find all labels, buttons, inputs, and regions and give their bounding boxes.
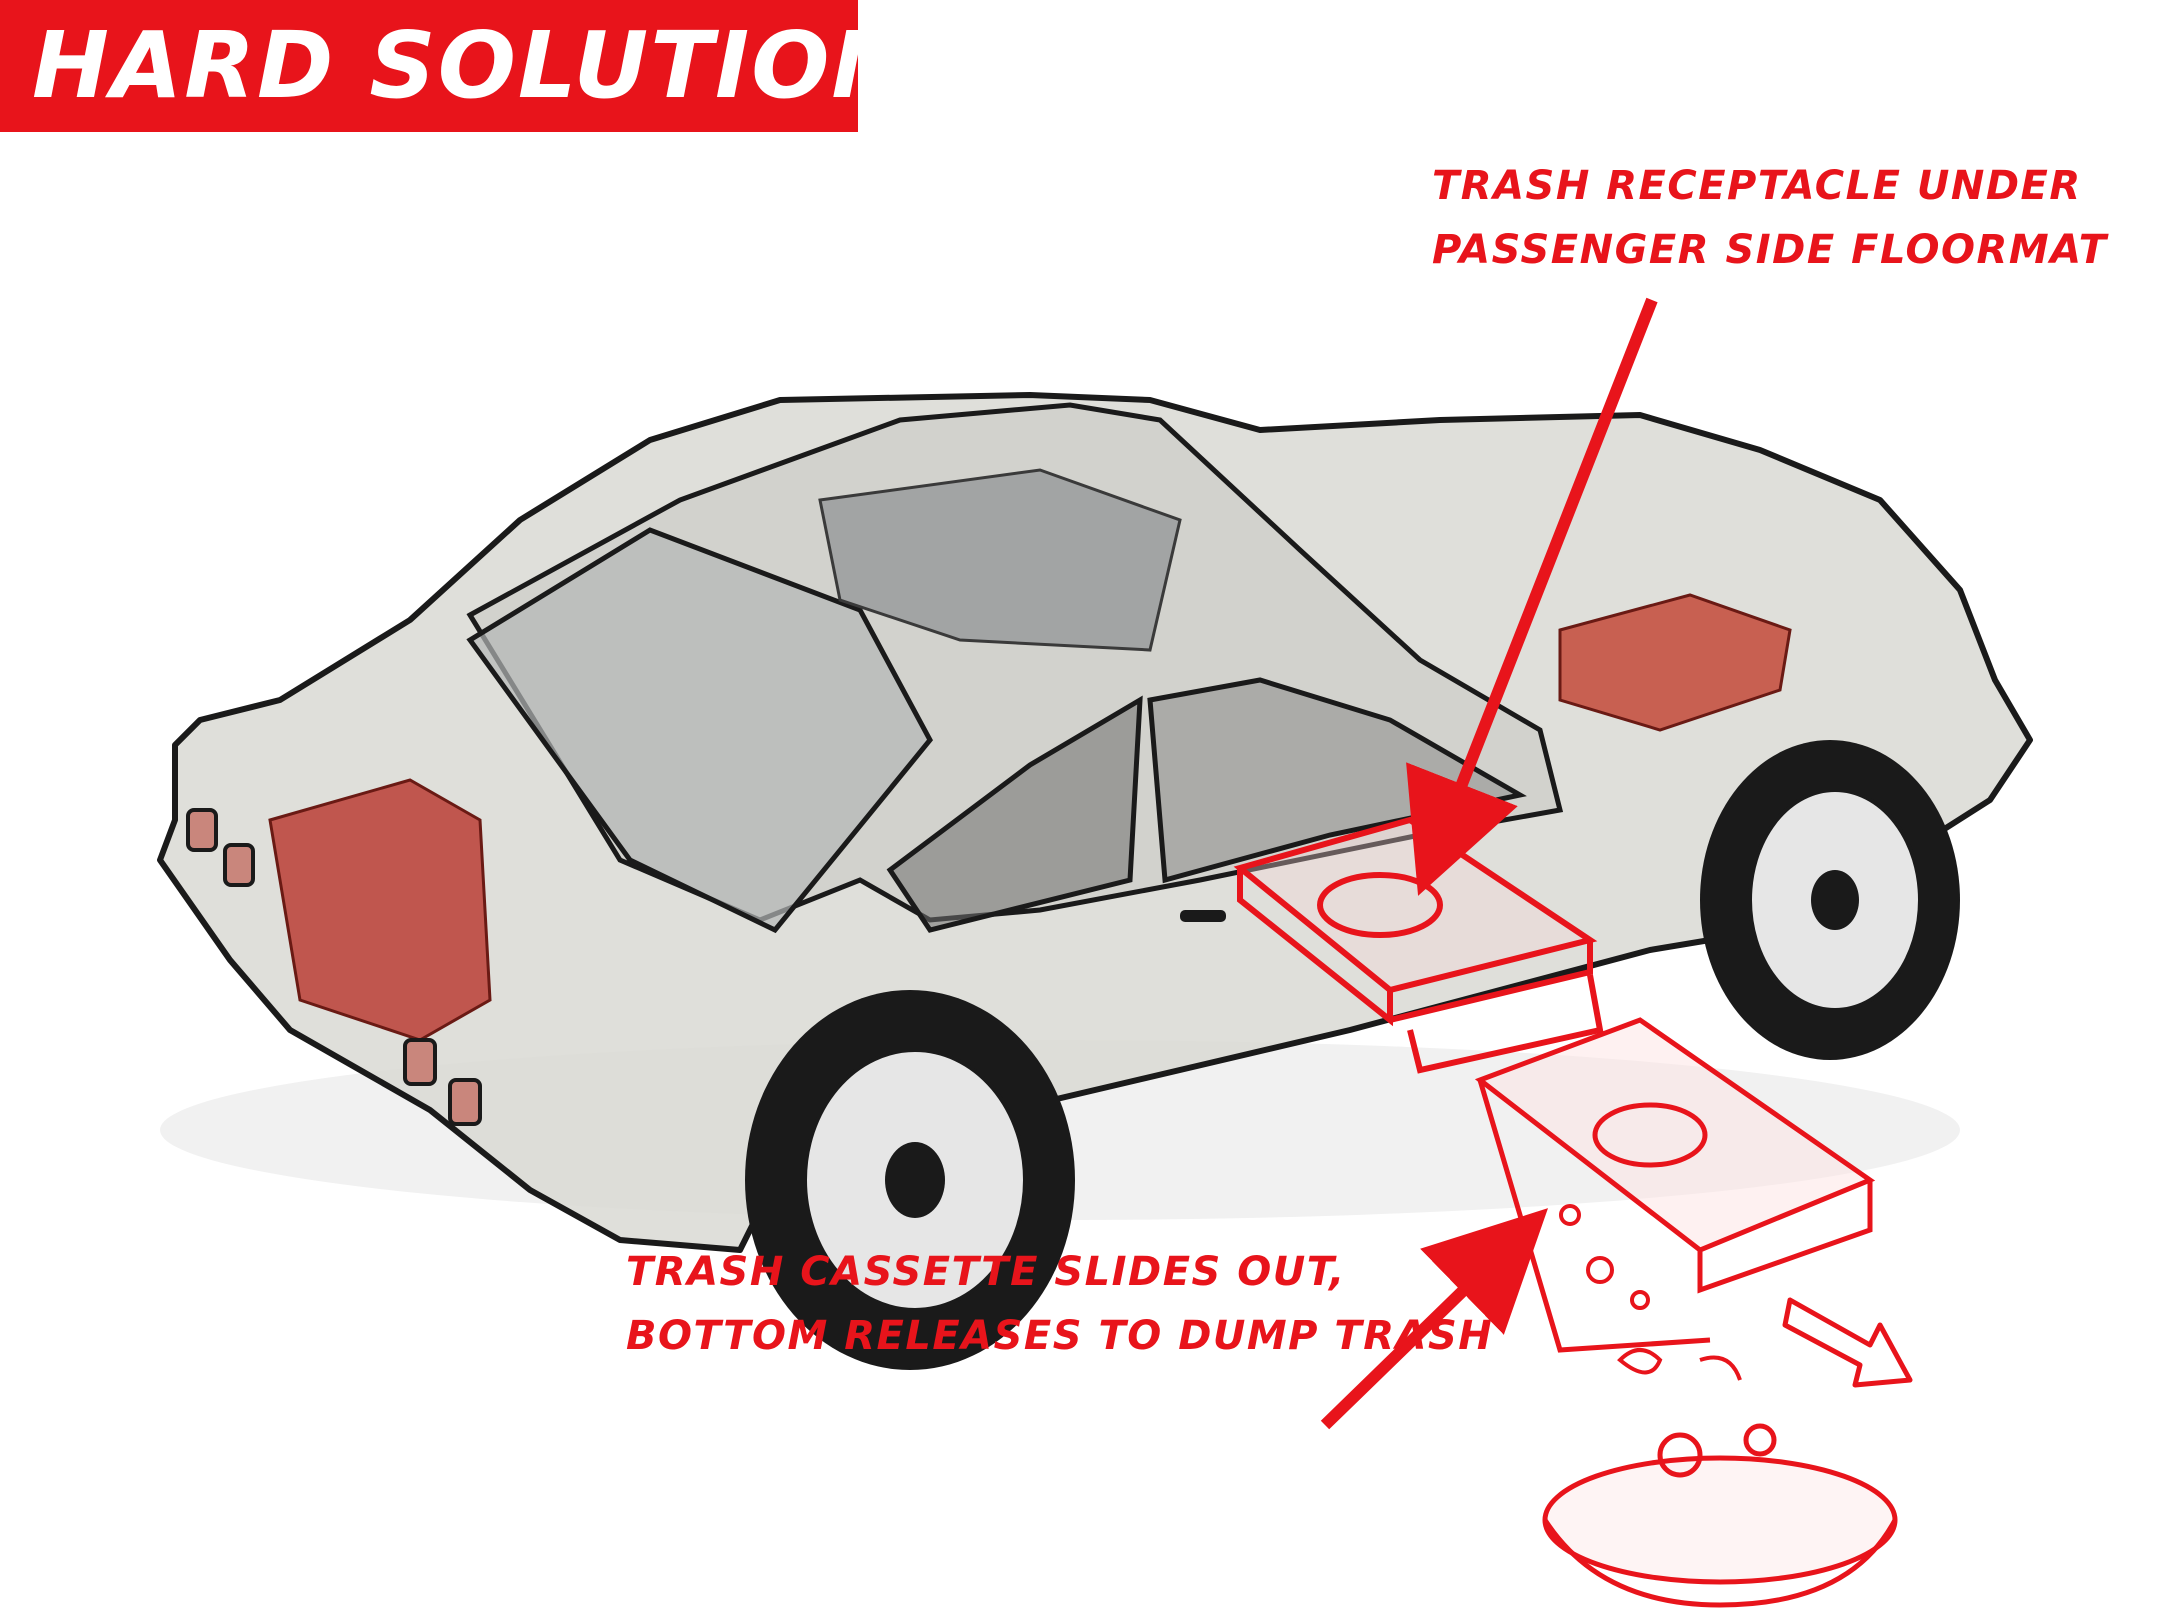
trash-bin	[1542, 1423, 1898, 1608]
cassette-arrow	[1320, 1208, 1549, 1430]
front-wheel	[1700, 740, 1960, 1060]
side-window-rear	[886, 695, 1143, 933]
rear-wheel	[745, 990, 1075, 1370]
falling-trash	[1559, 1204, 1742, 1381]
receptacle-callout-line-2: PASSENGER SIDE FLOORMAT	[1432, 227, 2108, 273]
side-window-front	[1147, 677, 1527, 884]
receptacle-arrow	[1406, 297, 1658, 896]
rear-window	[466, 527, 933, 934]
door-handle	[1180, 910, 1226, 922]
slide-direction-arrow	[1782, 1297, 1913, 1388]
cassette-callout-line-1: TRASH CASSETTE SLIDES OUT,	[626, 1249, 1346, 1295]
interior	[818, 468, 1182, 652]
engine-air-cleaner	[1558, 593, 1792, 732]
receptacle-callout: TRASH RECEPTACLE UNDER PASSENGER SIDE FL…	[1432, 154, 2108, 282]
tail-lights	[186, 808, 482, 1126]
page-title: HARD SOLUTION	[32, 12, 911, 119]
title-banner: HARD SOLUTION	[0, 0, 908, 132]
trash-cassette	[1474, 1017, 1876, 1353]
cassette-callout: TRASH CASSETTE SLIDES OUT, BOTTOM RELEAS…	[626, 1240, 1493, 1368]
trash-receptacle	[1233, 816, 1604, 1074]
receptacle-callout-line-1: TRASH RECEPTACLE UNDER	[1432, 163, 2082, 209]
cassette-callout-line-2: BOTTOM RELEASES TO DUMP TRASH	[626, 1313, 1494, 1359]
fuel-tank	[268, 778, 492, 1042]
